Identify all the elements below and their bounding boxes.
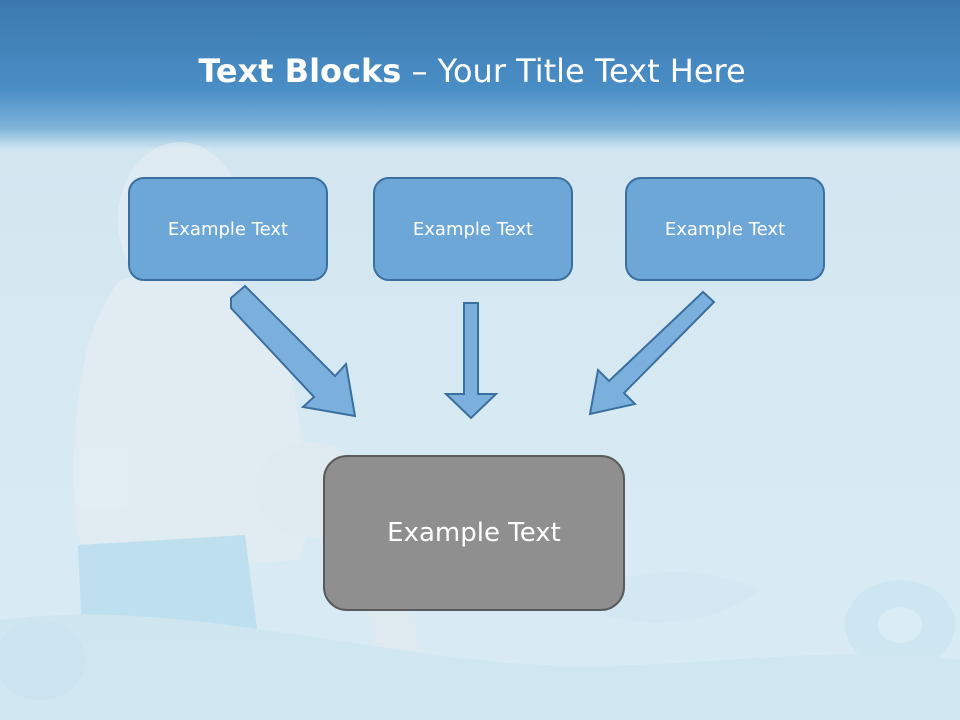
text-block-1[interactable]: Example Text [128,177,328,281]
text-block-1-label: Example Text [168,219,288,240]
arrow-down-icon [446,303,496,418]
text-block-3[interactable]: Example Text [625,177,825,281]
arrow-right-icon [590,292,714,414]
text-block-2[interactable]: Example Text [373,177,573,281]
center-text-block[interactable]: Example Text [323,455,625,611]
text-block-2-label: Example Text [413,219,533,240]
text-block-3-label: Example Text [665,219,785,240]
arrow-left-icon [231,286,355,416]
center-text-block-label: Example Text [387,518,561,548]
